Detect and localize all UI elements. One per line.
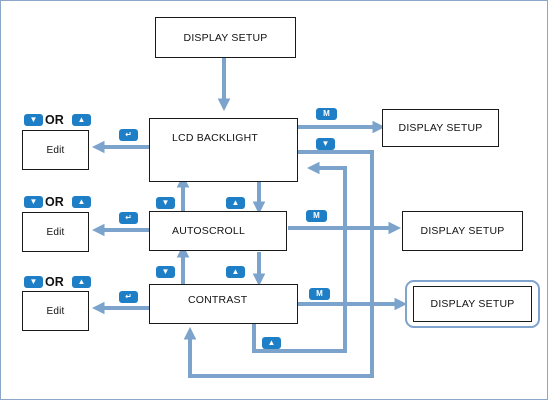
up-key-icon: ▲ (72, 114, 91, 126)
display-setup-box-1: DISPLAY SETUP (382, 109, 499, 147)
down-key-icon: ▼ (24, 114, 43, 126)
down-key-icon: ▼ (156, 197, 175, 209)
edit-label: Edit (46, 305, 65, 317)
or-label: OR (45, 195, 64, 209)
display-setup-top-label: DISPLAY SETUP (183, 31, 268, 44)
display-setup-label: DISPLAY SETUP (398, 122, 483, 134)
menu-item-contrast-label: CONTRAST (188, 294, 248, 306)
up-key-icon: ▲ (262, 337, 281, 349)
display-setup-top-box: DISPLAY SETUP (155, 17, 296, 58)
arrow-contrast-loop-to-backlight (252, 161, 347, 353)
enter-icon: ↵ (119, 212, 138, 224)
menu-key-icon: M (306, 210, 327, 222)
menu-item-contrast[interactable]: CONTRAST (149, 284, 298, 324)
display-setup-box-2: DISPLAY SETUP (402, 211, 523, 251)
edit-label: Edit (46, 226, 65, 238)
menu-item-lcd-backlight[interactable]: LCD BACKLIGHT (149, 118, 298, 182)
down-key-icon: ▼ (24, 196, 43, 208)
up-key-icon: ▲ (72, 276, 91, 288)
or-label: OR (45, 275, 64, 289)
edit-label: Edit (46, 144, 65, 156)
up-key-icon: ▲ (226, 266, 245, 278)
enter-icon: ↵ (119, 129, 138, 141)
menu-item-autoscroll[interactable]: AUTOSCROLL (149, 211, 287, 251)
menu-key-icon: M (309, 288, 330, 300)
arrow-backlight-loop-to-contrast (183, 150, 374, 378)
down-key-icon: ▼ (24, 276, 43, 288)
menu-item-autoscroll-label: AUTOSCROLL (172, 225, 245, 237)
up-key-icon: ▲ (72, 196, 91, 208)
or-label: OR (45, 113, 64, 127)
edit-box-contrast: Edit (22, 291, 89, 331)
menu-item-lcd-backlight-label: LCD BACKLIGHT (172, 132, 259, 144)
edit-box-backlight: Edit (22, 130, 89, 170)
display-setup-label: DISPLAY SETUP (420, 225, 505, 237)
down-key-icon: ▼ (316, 138, 335, 150)
display-setup-box-3: DISPLAY SETUP (413, 286, 532, 322)
menu-key-icon: M (316, 108, 337, 120)
down-key-icon: ▼ (156, 266, 175, 278)
up-key-icon: ▲ (226, 197, 245, 209)
enter-icon: ↵ (119, 291, 138, 303)
display-setup-label: DISPLAY SETUP (430, 298, 515, 310)
edit-box-autoscroll: Edit (22, 212, 89, 252)
